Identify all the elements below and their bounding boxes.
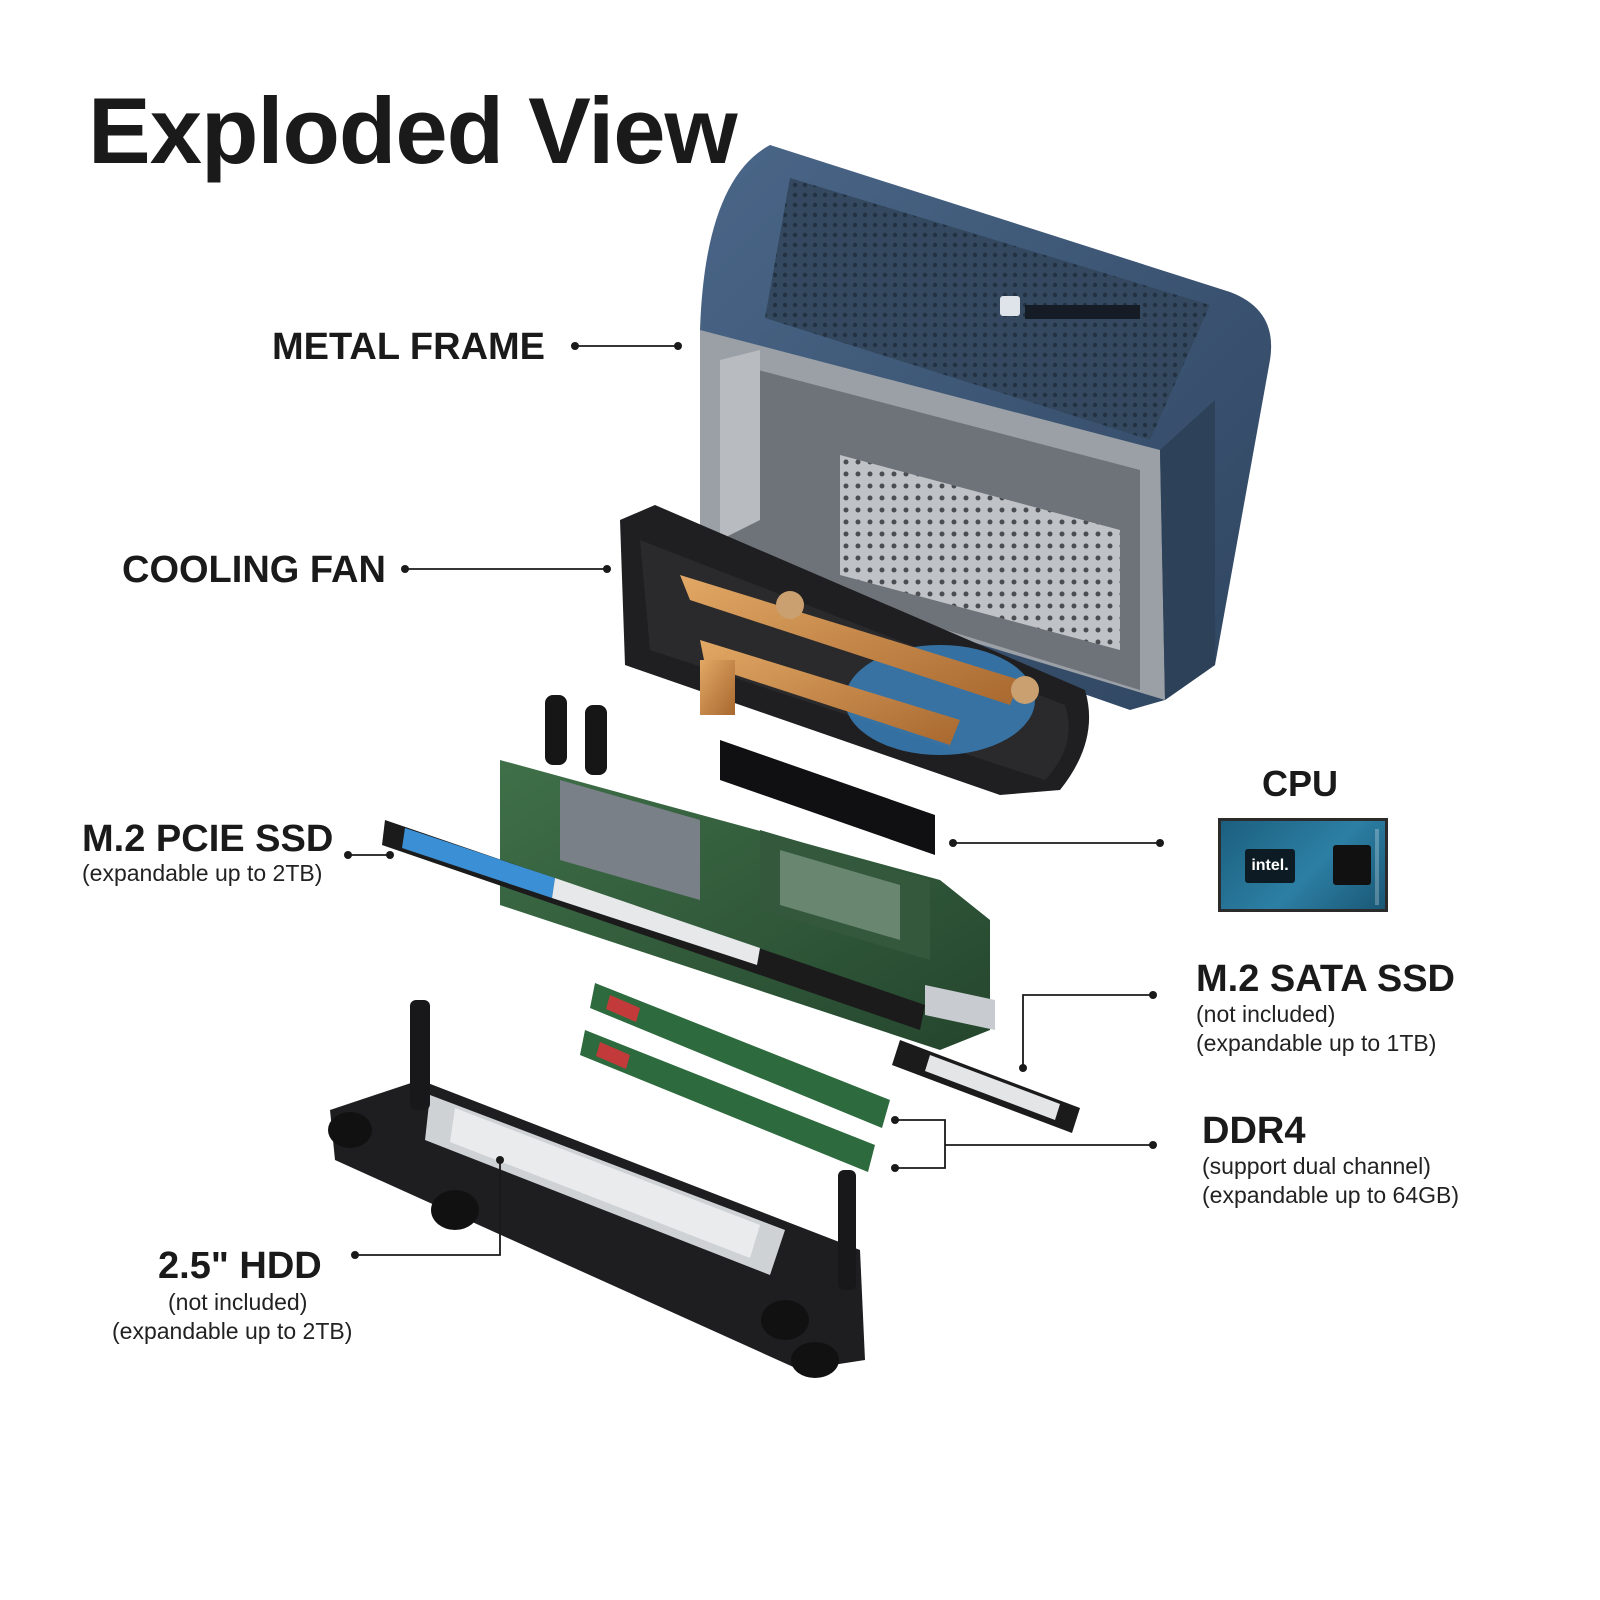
motherboard xyxy=(500,695,995,1050)
leader-m2-sata-ssd xyxy=(1022,994,1153,1068)
cpu-die xyxy=(1333,845,1371,885)
label-hdd-note2: (expandable up to 2TB) xyxy=(112,1318,353,1344)
cpu-chip-image: intel. xyxy=(1218,818,1388,912)
label-cooling-fan: COOLING FAN xyxy=(122,549,386,591)
ddr4-modules xyxy=(580,983,890,1172)
label-hdd-note1: (not included) xyxy=(168,1289,308,1315)
label-m2-sata-ssd-note1: (not included) xyxy=(1196,1001,1336,1027)
label-ddr4: DDR4 xyxy=(1202,1110,1306,1152)
leader-dots xyxy=(344,342,1164,1259)
bottom-plate-hdd xyxy=(328,1000,865,1378)
page-title: Exploded View xyxy=(88,78,738,183)
label-ddr4-note1: (support dual channel) xyxy=(1202,1153,1431,1179)
metal-frame-case xyxy=(700,145,1272,710)
cooling-fan-assembly xyxy=(620,505,1090,855)
label-hdd: 2.5" HDD xyxy=(158,1245,322,1287)
label-m2-pcie-ssd: M.2 PCIE SSD xyxy=(82,818,334,860)
label-m2-sata-ssd-note2: (expandable up to 1TB) xyxy=(1196,1030,1437,1056)
leader-hdd xyxy=(355,1160,501,1256)
label-metal-frame: METAL FRAME xyxy=(272,326,546,368)
intel-logo: intel. xyxy=(1245,849,1295,883)
label-m2-pcie-ssd-note: (expandable up to 2TB) xyxy=(82,860,323,886)
label-cpu: CPU xyxy=(1262,763,1339,804)
m2-sata-ssd xyxy=(892,1040,1080,1133)
leader-lines xyxy=(348,345,1160,1256)
label-ddr4-note2: (expandable up to 64GB) xyxy=(1202,1182,1460,1208)
label-m2-sata-ssd: M.2 SATA SSD xyxy=(1196,958,1455,1000)
leader-ddr4-bracket xyxy=(895,1119,946,1169)
cpu-edge xyxy=(1375,829,1379,905)
m2-pcie-ssd xyxy=(382,820,925,1030)
